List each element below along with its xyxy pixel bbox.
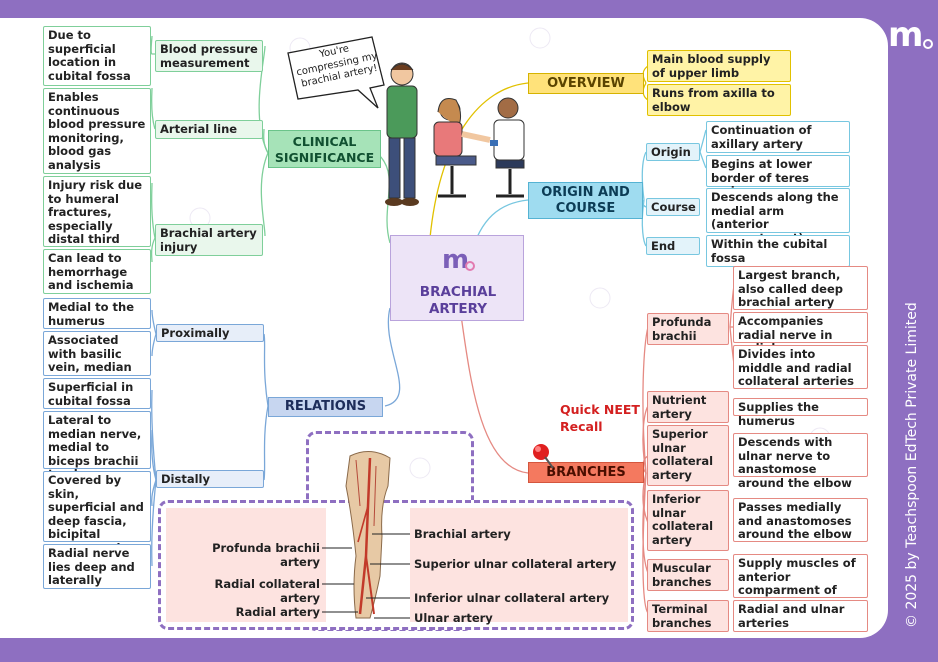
branch-note-4: Supplies the humerus bbox=[733, 398, 868, 427]
anatomy-right-bg bbox=[410, 508, 628, 622]
clinical-note-bp: Due to superficial location in cubital f… bbox=[43, 26, 151, 86]
relations-note-6: Radial nerve lies deep and laterally bbox=[43, 544, 151, 589]
relations-note-4: Lateral to median nerve, medial to bicep… bbox=[43, 411, 151, 481]
mindmap-card: m BRACHIAL ARTERY CLINICAL SIGNIFICANCE … bbox=[0, 18, 888, 638]
origin-sub-course: Course bbox=[646, 198, 700, 216]
clinical-sub-arterial: Arterial line bbox=[155, 120, 263, 139]
relations-note-1: Medial to the humerus bbox=[43, 298, 151, 329]
brand-logo-icon: m bbox=[442, 245, 475, 274]
clinical-sub-bp: Blood pressure measurement bbox=[155, 40, 263, 72]
branch-note-5: Descends with ulnar nerve to anastomose … bbox=[733, 433, 868, 489]
branch-superior-ulnar: Superior ulnar collateral artery bbox=[647, 425, 729, 486]
branch-inferior-ulnar: Inferior ulnar collateral artery bbox=[647, 490, 729, 551]
branch-nutrient: Nutrient artery bbox=[647, 391, 729, 423]
branch-note-2: Accompanies radial nerve in radial groov… bbox=[733, 312, 868, 355]
branch-note-3: Divides into middle and radial collatera… bbox=[733, 345, 868, 389]
anatomy-right-label-4: Ulnar artery bbox=[414, 611, 493, 625]
anatomy-right-label-2: Superior ulnar collateral artery bbox=[414, 557, 617, 571]
anatomy-left-label-1: Profunda brachii artery bbox=[212, 541, 320, 569]
relations-sub-distal: Distally bbox=[156, 470, 264, 488]
relations-note-3: Superficial in cubital fossa bbox=[43, 378, 151, 409]
clinical-sub-injury: Brachial artery injury bbox=[155, 224, 263, 256]
overview-note-1: Main blood supply of upper limb bbox=[647, 50, 791, 82]
origin-title: ORIGIN AND COURSE bbox=[528, 182, 643, 219]
branch-profunda: Profunda brachii bbox=[647, 313, 729, 345]
origin-sub-end: End bbox=[646, 237, 700, 255]
branch-note-8: Radial and ulnar arteries bbox=[733, 600, 868, 632]
connector-lines bbox=[150, 35, 735, 614]
quick-recall: Quick NEET Recall bbox=[560, 402, 640, 434]
speech-bubble bbox=[287, 36, 385, 109]
overview-title: OVERVIEW bbox=[528, 73, 644, 94]
branches-title: BRANCHES bbox=[528, 462, 644, 483]
brand-corner-logo-icon: m bbox=[888, 15, 933, 54]
overview-note-2: Runs from axilla to elbow bbox=[647, 84, 791, 116]
origin-note-3: Descends along the medial arm (anterior … bbox=[706, 188, 850, 244]
relations-sub-proximal: Proximally bbox=[156, 324, 264, 342]
anatomy-left-label-3: Radial artery bbox=[235, 605, 320, 619]
central-title: BRACHIAL ARTERY bbox=[419, 284, 497, 317]
anatomy-right-label-1: Brachial artery bbox=[414, 527, 511, 541]
branch-terminal: Terminal branches bbox=[647, 600, 729, 632]
anatomy-left-label-2: Radial collateral artery bbox=[214, 577, 320, 605]
clinical-note-injury-1: Injury risk due to humeral fractures, es… bbox=[43, 176, 151, 247]
central-node: m BRACHIAL ARTERY bbox=[390, 235, 524, 321]
origin-note-2: Begins at lower border of teres major bbox=[706, 155, 850, 198]
branch-note-7: Supply muscles of anterior comparment of… bbox=[733, 554, 868, 610]
svg-text:m: m bbox=[442, 245, 469, 274]
copyright-credit: © 2025 by Teachspoon EdTech Private Limi… bbox=[904, 302, 920, 628]
clinical-note-arterial: Enables continuous blood pressure monito… bbox=[43, 88, 151, 174]
origin-note-4: Within the cubital fossa bbox=[706, 235, 850, 267]
branch-note-1: Largest branch, also called deep brachia… bbox=[733, 266, 868, 310]
relations-note-5: Covered by skin, superficial and deep fa… bbox=[43, 471, 151, 554]
anatomy-left-bg bbox=[166, 508, 326, 622]
anatomy-right-label-3: Inferior ulnar collateral artery bbox=[414, 591, 610, 605]
clinical-title: CLINICAL SIGNIFICANCE bbox=[268, 130, 381, 168]
branch-muscular: Muscular branches bbox=[647, 559, 729, 591]
branch-note-6: Passes medially and anastomoses around t… bbox=[733, 498, 868, 542]
origin-sub-origin: Origin bbox=[646, 143, 700, 161]
relations-note-2: Associated with basilic vein, median ner… bbox=[43, 331, 151, 387]
clinical-note-injury-2: Can lead to hemorrhage and ischemia bbox=[43, 249, 151, 294]
relations-title: RELATIONS bbox=[268, 397, 383, 417]
pushpin-icon bbox=[533, 444, 554, 469]
origin-note-1: Continuation of axillary artery bbox=[706, 121, 850, 153]
svg-text:m: m bbox=[888, 15, 923, 54]
arm-anatomy-illustration bbox=[345, 451, 391, 619]
clinic-illustration bbox=[385, 62, 525, 206]
